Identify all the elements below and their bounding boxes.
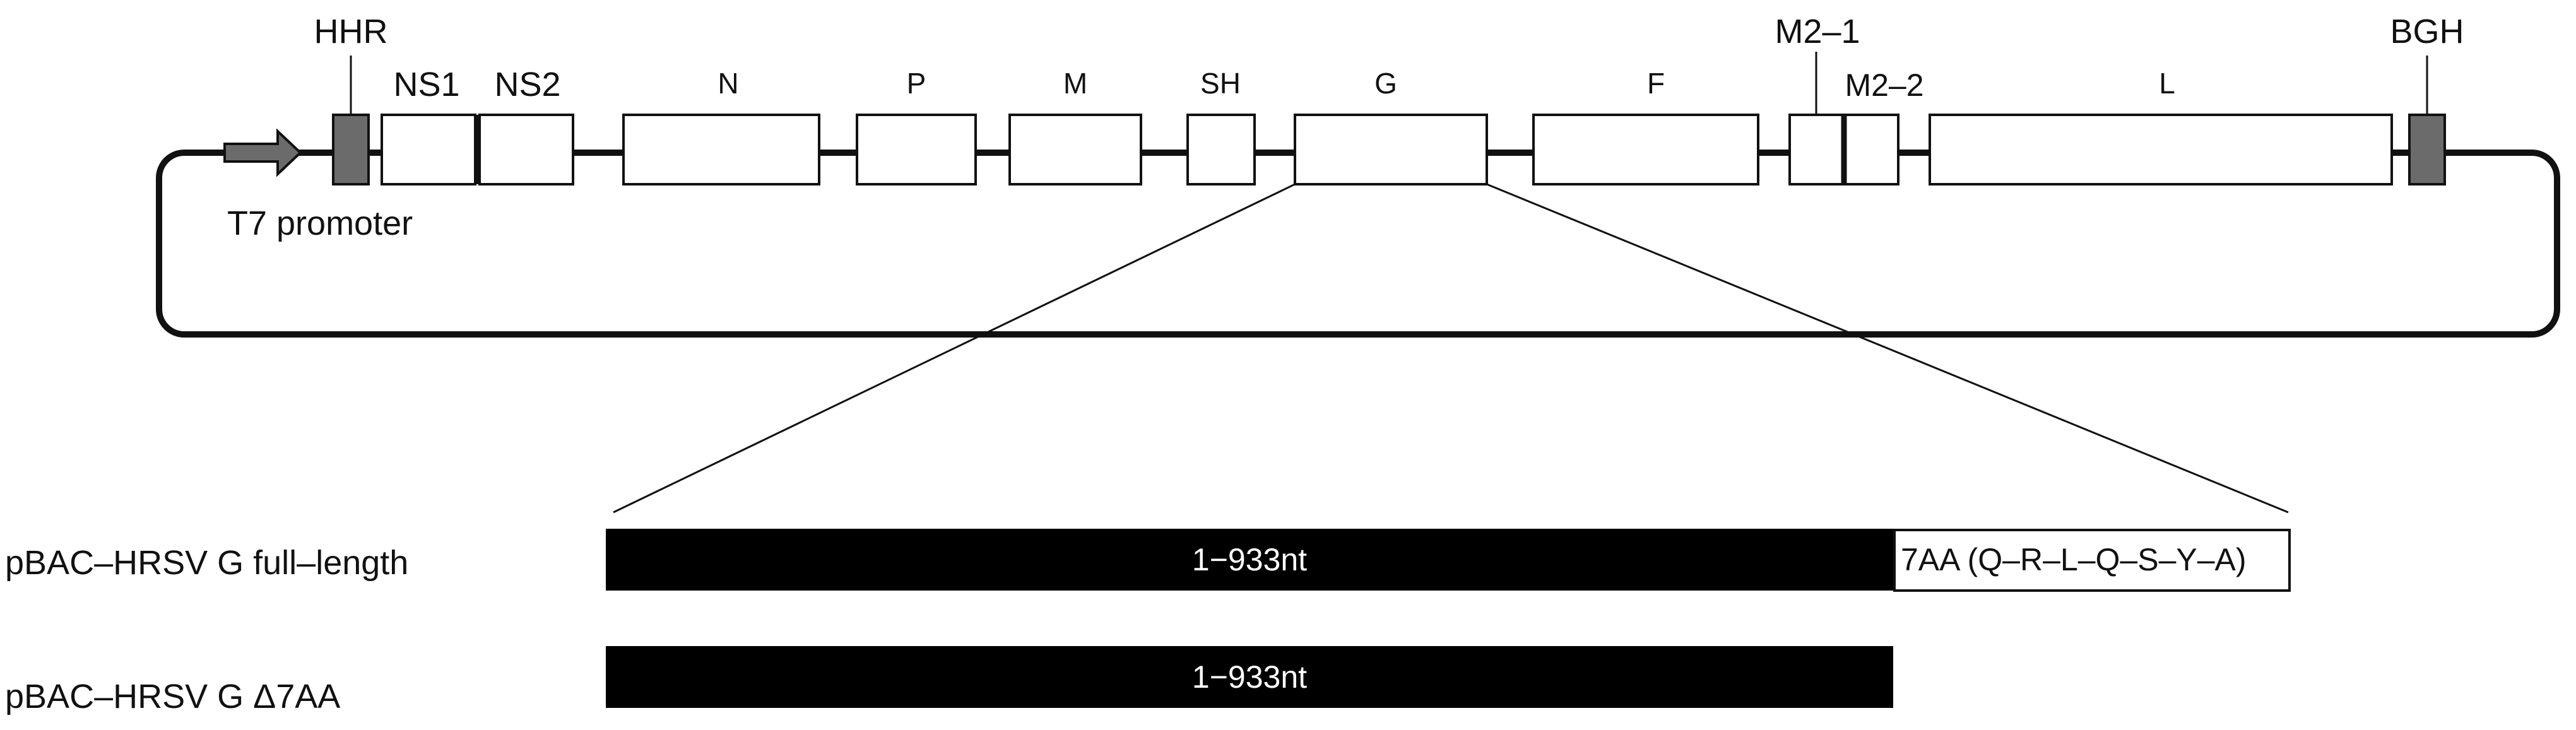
gene-box-g <box>1294 114 1488 185</box>
gene-label-g: G <box>1374 67 1397 100</box>
zoom-line-right <box>1486 183 2289 514</box>
gene-box-ns1 <box>381 114 476 185</box>
tail-box-7aa <box>1893 529 2291 592</box>
gene-label-ns2: NS2 <box>494 66 560 103</box>
construct-label-delta-7aa: pBAC–HRSV G Δ7AA <box>5 678 340 715</box>
gene-box-p <box>856 114 977 185</box>
gene-label-n: N <box>718 67 738 100</box>
gene-label-m: M <box>1063 67 1087 100</box>
bgh-label: BGH <box>2390 13 2464 50</box>
t7-promoter-label: T7 promoter <box>227 204 413 242</box>
bgh-signal-box <box>2408 114 2446 185</box>
t7-promoter-arrow-icon <box>223 128 302 177</box>
gene-box-m2-1 <box>1788 114 1845 185</box>
segment-label-delta-7aa: 1−933nt <box>1192 659 1307 695</box>
gene-box-f <box>1532 114 1759 185</box>
hhr-label: HHR <box>314 13 388 50</box>
gene-label-ns1: NS1 <box>393 66 459 103</box>
segment-label-full-length: 1−933nt <box>1192 542 1307 577</box>
segment-bar-delta-7aa <box>606 646 1893 708</box>
gene-box-ns2 <box>478 114 574 185</box>
construct-label-full-length: pBAC–HRSV G full–length <box>5 544 408 582</box>
gene-label-p: P <box>907 67 926 100</box>
gene-label-l: L <box>2159 67 2175 100</box>
hhr-ribozyme-box <box>332 114 370 185</box>
tail-label-7aa: 7AA (Q–R–L–Q–S–Y–A) <box>1901 542 2247 577</box>
gene-box-n <box>622 114 820 185</box>
gene-label-sh: SH <box>1200 67 1241 100</box>
zoom-line-left <box>613 183 1296 514</box>
gene-label-m2-2: M2–2 <box>1845 68 1923 103</box>
gene-box-m2-2 <box>1843 114 1900 185</box>
gene-label-f: F <box>1647 67 1665 100</box>
gene-box-l <box>1929 114 2393 185</box>
gene-box-m <box>1008 114 1142 185</box>
segment-bar-full-length <box>606 529 1893 591</box>
gene-box-sh <box>1186 114 1256 185</box>
gene-label-m2-1: M2–1 <box>1775 13 1860 50</box>
